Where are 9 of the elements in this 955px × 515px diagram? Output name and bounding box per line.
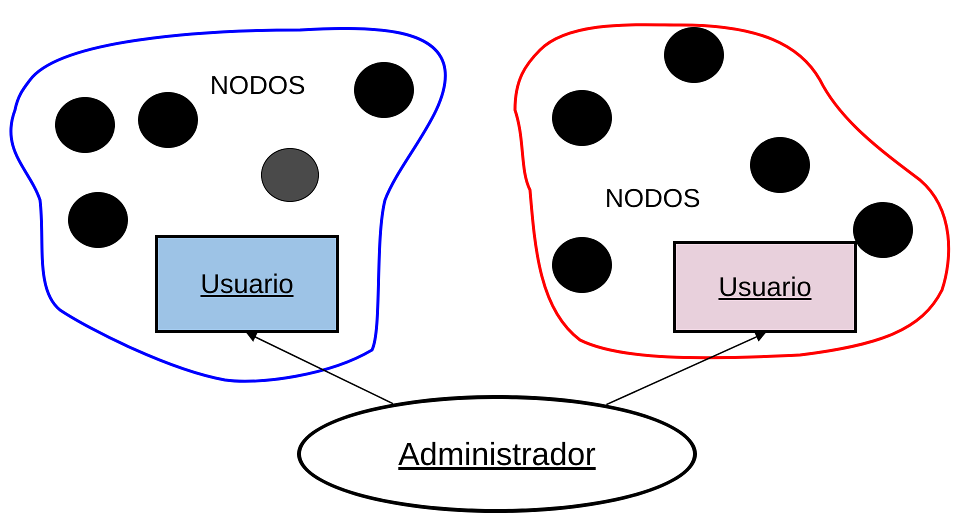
box-label: Usuario — [718, 272, 812, 302]
user-box — [155, 235, 339, 333]
user-box — [673, 241, 857, 333]
ellipse-label: Administrador — [398, 436, 596, 472]
cloud-label: NODOS — [210, 70, 306, 101]
arrow — [606, 332, 766, 406]
arrow — [246, 332, 394, 404]
cloud-label: NODOS — [605, 183, 700, 214]
box-label: Usuario — [200, 268, 294, 300]
